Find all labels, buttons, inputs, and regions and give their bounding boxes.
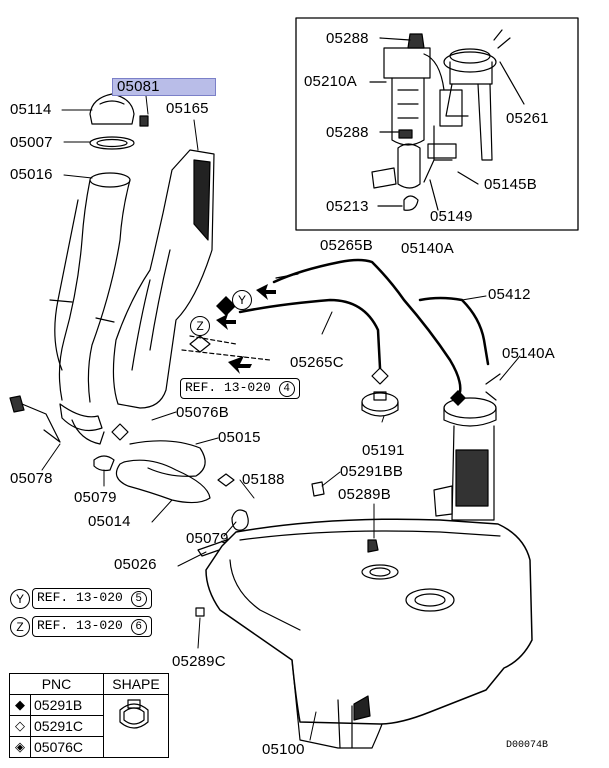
label-05213: 05213 bbox=[326, 198, 369, 215]
label-05412: 05412 bbox=[488, 286, 531, 303]
fuel-tank-art bbox=[195, 481, 533, 749]
label-05081-highlighted: 05081 bbox=[112, 78, 216, 96]
label-05289b: 05289B bbox=[338, 486, 391, 503]
vent-pipes-art bbox=[238, 258, 490, 394]
legend-pnc: 05076C bbox=[30, 736, 104, 758]
label-05165: 05165 bbox=[166, 100, 209, 117]
ref-main-number: 4 bbox=[278, 381, 295, 397]
label-05149: 05149 bbox=[430, 208, 473, 225]
inset-pump-module bbox=[371, 33, 463, 211]
ref-box-z: REF. 13-020 6 bbox=[32, 616, 152, 637]
legend-symbol-filled-diamond: ◆ bbox=[9, 694, 31, 716]
drawing-code: D00074B bbox=[506, 740, 549, 751]
label-05140a-inset: 05140A bbox=[401, 240, 454, 257]
label-05026: 05026 bbox=[114, 556, 157, 573]
legend-table: PNC SHAPE ◆ 05291B ◇ 05291C ◈ 05076C bbox=[9, 673, 169, 758]
label-05100: 05100 bbox=[262, 741, 305, 758]
ref-y-tag: Y bbox=[10, 589, 30, 609]
label-05114: 05114 bbox=[10, 101, 52, 118]
label-05289c: 05289C bbox=[172, 653, 226, 670]
ref-z-text: REF. 13-020 bbox=[37, 618, 123, 633]
pump-module-art bbox=[433, 373, 501, 521]
label-05015: 05015 bbox=[218, 429, 261, 446]
legend-shape-cell bbox=[103, 694, 169, 758]
ref-box-y: REF. 13-020 5 bbox=[32, 588, 152, 609]
flange-05191-art bbox=[361, 391, 399, 417]
ref-z-number: 6 bbox=[130, 619, 147, 635]
label-05288-top: 05288 bbox=[326, 30, 369, 47]
label-05265c: 05265C bbox=[290, 354, 344, 371]
legend-symbol-crossed-diamond: ◈ bbox=[9, 736, 31, 758]
inset-frame bbox=[295, 17, 579, 231]
label-05078: 05078 bbox=[10, 470, 53, 487]
legend-row: ◆ 05291B bbox=[9, 694, 169, 758]
marker-z: Z bbox=[190, 316, 210, 336]
legend-header-shape: SHAPE bbox=[103, 673, 169, 695]
ref-y-number: 5 bbox=[130, 591, 147, 607]
legend-pnc: 05291C bbox=[30, 715, 104, 737]
sensor-art bbox=[9, 395, 61, 443]
label-05016: 05016 bbox=[10, 166, 53, 183]
marker-y: Y bbox=[232, 290, 252, 310]
legend-header-row: PNC SHAPE bbox=[9, 673, 169, 695]
ref-z-tag: Z bbox=[10, 617, 30, 637]
label-05210a: 05210A bbox=[304, 73, 357, 90]
label-05140a: 05140A bbox=[502, 345, 555, 362]
legend-header-pnc: PNC bbox=[9, 673, 104, 695]
label-05079-right: 05079 bbox=[186, 530, 229, 547]
filler-neck-art bbox=[49, 172, 131, 445]
label-05188: 05188 bbox=[242, 471, 285, 488]
label-05076b: 05076B bbox=[176, 404, 229, 421]
legend-row: ◈ 05076C bbox=[9, 736, 169, 758]
leader-lines bbox=[41, 95, 521, 741]
ref-y-text: REF. 13-020 bbox=[37, 590, 123, 605]
label-05014: 05014 bbox=[88, 513, 131, 530]
legend-pnc: 05291B bbox=[30, 694, 104, 716]
label-05261: 05261 bbox=[506, 110, 549, 127]
ref-box-main: REF. 13-020 4 bbox=[180, 378, 300, 399]
legend-symbol-open-diamond: ◇ bbox=[9, 715, 31, 737]
label-05007: 05007 bbox=[10, 134, 53, 151]
label-05265b: 05265B bbox=[320, 237, 373, 254]
label-05288-bottom: 05288 bbox=[326, 124, 369, 141]
label-05291bb: 05291BB bbox=[340, 463, 404, 480]
ref-main-text: REF. 13-020 bbox=[185, 380, 271, 395]
protector-art bbox=[112, 149, 215, 409]
filler-cap-art bbox=[89, 93, 149, 150]
label-05145b: 05145B bbox=[484, 176, 537, 193]
direction-arrows bbox=[216, 284, 466, 406]
label-05191: 05191 bbox=[362, 442, 405, 459]
label-05079-left: 05079 bbox=[74, 489, 117, 506]
inset-pump-flange bbox=[443, 29, 511, 161]
